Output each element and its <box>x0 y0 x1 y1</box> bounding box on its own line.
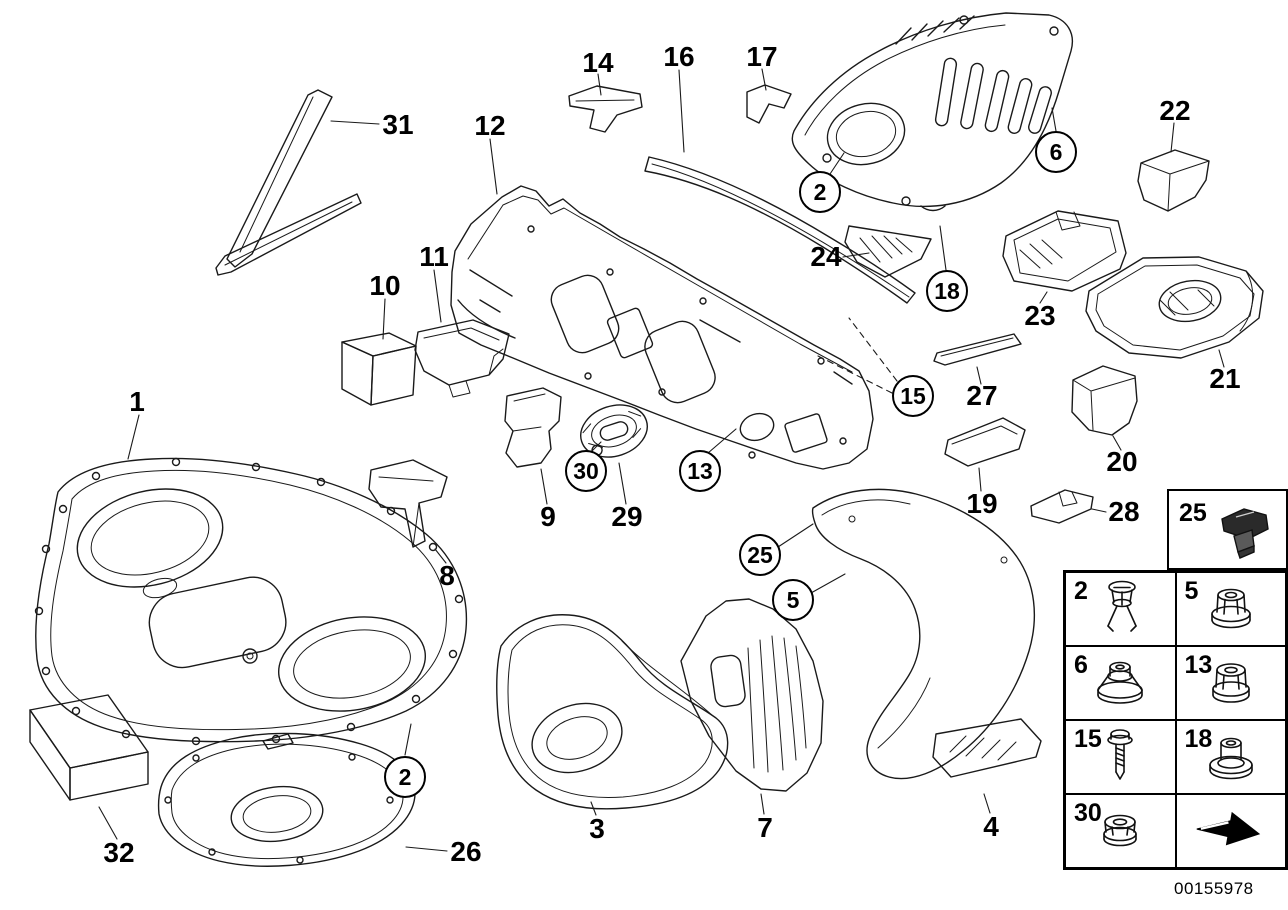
callout-12[interactable]: 12 <box>474 110 506 141</box>
legend-cell-13[interactable]: 13 <box>1175 646 1286 720</box>
callout-11[interactable]: 11 <box>419 241 449 272</box>
legend-part-number: 13 <box>1184 651 1213 679</box>
part-9-bracket <box>504 387 562 468</box>
callout-2-top[interactable]: 2 <box>799 171 841 213</box>
hex-flange-nut-icon <box>1103 814 1138 847</box>
legend-part-number: 30 <box>1074 799 1102 827</box>
legend-cell-15[interactable]: 15 <box>1065 720 1176 794</box>
legend-part-number: 15 <box>1074 725 1102 753</box>
legend-cell-arrow[interactable] <box>1175 794 1286 868</box>
callout-3[interactable]: 3 <box>589 813 605 844</box>
callout-18[interactable]: 18 <box>926 270 968 312</box>
washer-cap-nut-icon <box>1097 661 1144 704</box>
flange-nut-icon <box>1211 663 1250 703</box>
callout-22[interactable]: 22 <box>1159 95 1191 126</box>
callout-19[interactable]: 19 <box>966 488 998 519</box>
part-28-clip-plate <box>1030 489 1094 524</box>
callout-26[interactable]: 26 <box>450 836 482 867</box>
screw-icon <box>1107 729 1134 780</box>
part-26-trunk-insulation <box>157 732 416 867</box>
part-16-cowl-strip <box>644 156 916 304</box>
document-number: 00155978 <box>1174 879 1254 898</box>
part-8-insulation-funnel <box>368 459 448 548</box>
part-3-side-insulation <box>496 614 729 810</box>
legend-cell-2[interactable]: 2 <box>1065 572 1176 646</box>
part-24-wedge <box>844 225 932 278</box>
part-22-insulation-block <box>1137 149 1210 212</box>
part-27-strip <box>933 333 1022 366</box>
callout-1[interactable]: 1 <box>129 386 145 417</box>
legend-part-number: 6 <box>1074 651 1088 679</box>
part-21-insulation-pad <box>1085 256 1264 359</box>
legend-part-number: 25 <box>1179 499 1207 527</box>
callout-30[interactable]: 30 <box>565 450 607 492</box>
washer-nut-icon <box>1208 737 1253 780</box>
callout-23[interactable]: 23 <box>1024 300 1056 331</box>
part-19-insulation-wedge <box>944 417 1026 467</box>
part-10-insulation-box <box>341 332 417 406</box>
callout-5[interactable]: 5 <box>772 579 814 621</box>
part-14-strip <box>568 85 643 133</box>
plastic-clip-icon <box>1221 508 1269 559</box>
callout-8[interactable]: 8 <box>439 560 455 591</box>
legend-part-number: 18 <box>1184 725 1213 753</box>
legend-cell-6[interactable]: 6 <box>1065 646 1176 720</box>
part-7-footwell-insulation <box>680 598 824 792</box>
flange-nut-icon <box>1210 588 1251 629</box>
fastener-legend: 2 5 <box>1063 570 1288 870</box>
part-17-clip-bracket <box>746 84 792 124</box>
callout-9[interactable]: 9 <box>540 501 556 532</box>
legend-part-number: 2 <box>1074 577 1088 605</box>
callout-2-bottom[interactable]: 2 <box>384 756 426 798</box>
legend-cell-5[interactable]: 5 <box>1175 572 1286 646</box>
part-23-insulation-pad <box>1002 210 1127 292</box>
callout-31[interactable]: 31 <box>382 109 414 140</box>
part-4-wheel-arch-insulation <box>811 488 1042 780</box>
legend-part-number: 5 <box>1184 577 1199 605</box>
callout-17[interactable]: 17 <box>746 41 778 72</box>
callout-24[interactable]: 24 <box>810 241 842 272</box>
callout-13[interactable]: 13 <box>679 450 721 492</box>
callout-29[interactable]: 29 <box>611 501 643 532</box>
callout-10[interactable]: 10 <box>369 270 401 301</box>
callout-21[interactable]: 21 <box>1209 363 1241 394</box>
direction-arrow-icon <box>1196 811 1260 846</box>
legend-cell-25[interactable]: 25 <box>1167 489 1288 570</box>
expanding-rivet-icon <box>1107 580 1138 632</box>
callout-6[interactable]: 6 <box>1035 131 1077 173</box>
part-20-insulation-box <box>1071 365 1138 436</box>
part-12-bulkhead-panel <box>450 185 874 470</box>
part-31-sill-strips <box>215 89 362 276</box>
callout-15[interactable]: 15 <box>892 375 934 417</box>
part-29-grommet <box>580 404 648 458</box>
part-11-insulation-pad <box>414 319 510 398</box>
legend-cell-30[interactable]: 30 <box>1065 794 1176 868</box>
callout-28[interactable]: 28 <box>1108 496 1140 527</box>
leader-lines <box>98 68 1225 852</box>
callout-27[interactable]: 27 <box>966 380 998 411</box>
part-32-insulation-pad <box>29 694 149 801</box>
callout-7[interactable]: 7 <box>757 812 773 843</box>
legend-cell-18[interactable]: 18 <box>1175 720 1286 794</box>
callout-25[interactable]: 25 <box>739 534 781 576</box>
callout-16[interactable]: 16 <box>663 41 695 72</box>
part-1-hood-insulation <box>34 457 468 746</box>
callout-32[interactable]: 32 <box>103 837 135 868</box>
callout-14[interactable]: 14 <box>582 47 614 78</box>
callout-20[interactable]: 20 <box>1106 446 1138 477</box>
callout-4[interactable]: 4 <box>983 811 999 842</box>
